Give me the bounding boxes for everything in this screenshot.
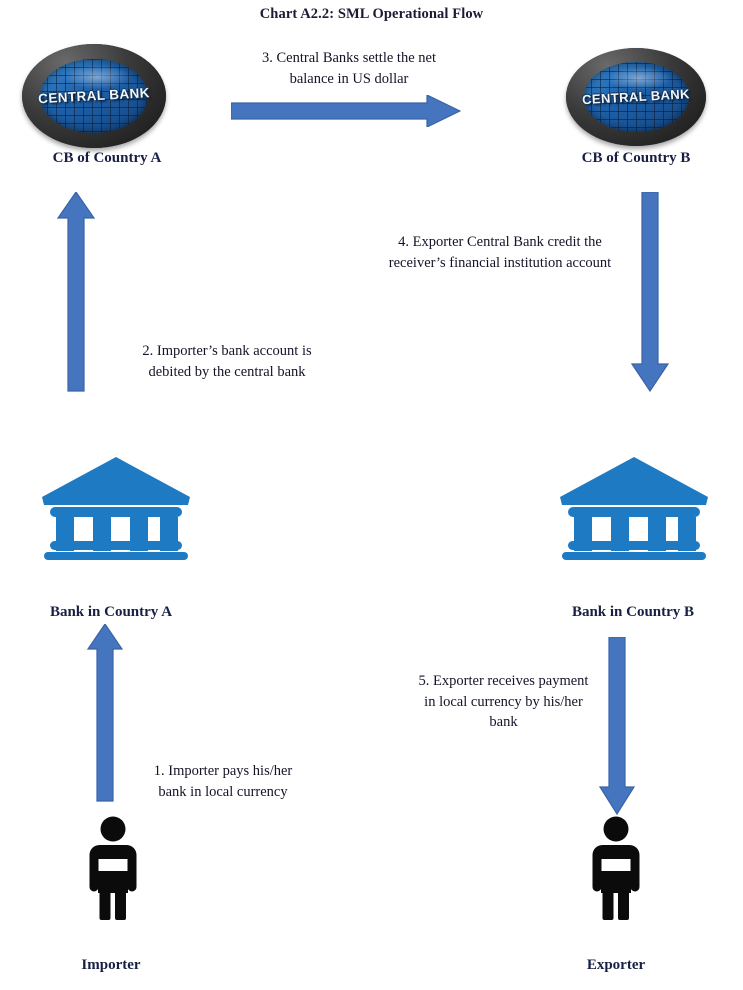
step1-label: 1. Importer pays his/her bank in local c… [128,761,318,802]
person-icon-importer [83,816,143,922]
arrow-step4-down [629,192,671,392]
step1-label-line1: 1. Importer pays his/her [153,763,293,779]
node-label-exporter: Exporter [586,957,646,973]
step5-label: 5. Exporter receives payment in local cu… [397,671,610,733]
arrow-step5-down [597,637,637,815]
central-bank-ellipse-icon-a: CENTRAL BANK [22,44,166,148]
gloss-highlight [63,64,131,89]
bank-building-icon-b [558,455,710,560]
step1-label-line2: bank in local currency [158,783,288,800]
node-label-importer: Importer [81,957,141,973]
arrow-step2-up [56,192,96,392]
step4-label: 4. Exporter Central Bank credit the rece… [355,232,645,273]
step4-label-line1: 4. Exporter Central Bank credit the [398,234,602,250]
node-label-bank-country-a: Bank in Country A [49,604,173,620]
grid-texture [583,61,689,133]
person-icon-exporter [586,816,646,922]
bank-building-icon-a [40,455,192,560]
ellipse-face [583,61,689,133]
step2-label-line1: 2. Importer’s bank account is [142,343,312,359]
grid-texture [40,58,148,134]
step5-label-line1: 5. Exporter receives payment [418,673,589,689]
step3-label-line1: 3. Central Banks settle the net [262,50,436,66]
step2-label: 2. Importer’s bank account is debited by… [112,341,342,382]
central-bank-ellipse-icon-b: CENTRAL BANK [566,48,706,146]
page-title: Chart A2.2: SML Operational Flow [259,6,484,22]
arrow-step3-right [231,95,461,127]
step5-label-line2: in local currency by his/her [424,693,583,710]
node-label-cb-country-b: CB of Country B [581,150,691,166]
gloss-highlight [606,67,672,90]
step3-label-line2: balance in US dollar [289,70,409,87]
step2-label-line2: debited by the central bank [148,363,306,380]
ellipse-face [40,58,148,134]
arrow-step1-up [85,624,125,802]
node-label-cb-country-a: CB of Country A [52,150,162,166]
step3-label: 3. Central Banks settle the net balance … [227,48,471,89]
node-label-bank-country-b: Bank in Country B [571,604,695,620]
step5-label-line3: bank [489,714,518,731]
step4-label-line2: receiver’s financial institution account [388,254,612,271]
